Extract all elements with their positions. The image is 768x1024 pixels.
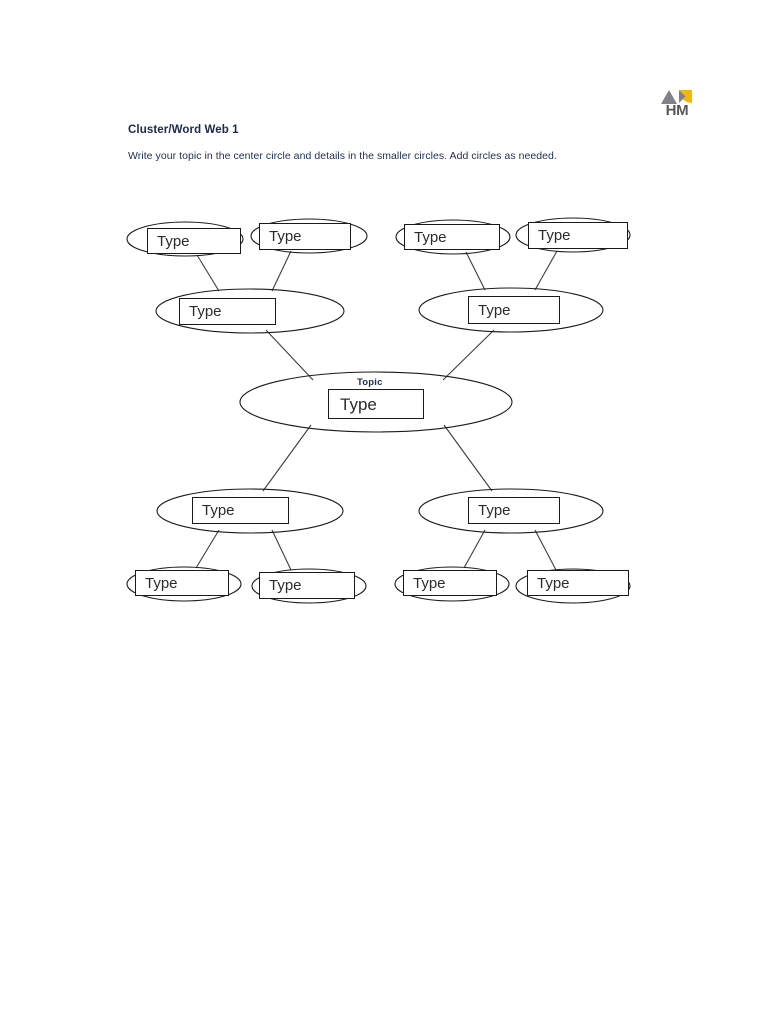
edge-tr-b-to-tr-mid bbox=[534, 250, 558, 291]
ellipse-tr-b bbox=[515, 217, 631, 253]
ellipse-tr-a bbox=[395, 219, 511, 255]
node-input-tr-b[interactable]: Type bbox=[528, 222, 628, 249]
node-input-tl-a[interactable]: Type bbox=[147, 228, 241, 254]
worksheet-instructions: Write your topic in the center circle an… bbox=[128, 150, 557, 162]
ellipse-bl-b bbox=[251, 568, 367, 604]
ellipse-bl-a bbox=[126, 566, 242, 602]
edge-tl-b-to-tl-mid bbox=[271, 250, 292, 292]
edge-center-to-br-mid bbox=[443, 424, 493, 492]
node-input-bl-a[interactable]: Type bbox=[135, 570, 229, 596]
ellipse-bl-mid bbox=[156, 488, 344, 534]
node-input-br-mid[interactable]: Type bbox=[468, 497, 560, 524]
edge-bl-mid-to-bl-a bbox=[195, 529, 220, 569]
edge-tl-mid-to-center bbox=[265, 329, 314, 381]
edge-tr-mid-to-center bbox=[442, 329, 495, 381]
ellipse-tr-mid bbox=[418, 287, 604, 333]
edge-br-mid-to-br-a bbox=[463, 529, 486, 569]
ellipse-tl-b bbox=[250, 218, 368, 254]
node-input-bl-b[interactable]: Type bbox=[259, 572, 355, 599]
node-input-bl-mid[interactable]: Type bbox=[192, 497, 289, 524]
edge-tr-a-to-tr-mid bbox=[465, 251, 486, 291]
hm-logo: HM bbox=[655, 88, 699, 122]
ellipse-br-b bbox=[515, 568, 631, 604]
node-input-tl-b[interactable]: Type bbox=[259, 223, 351, 250]
hm-logo-text: HM bbox=[665, 102, 689, 119]
node-input-tl-mid[interactable]: Type bbox=[179, 298, 276, 325]
node-input-br-a[interactable]: Type bbox=[403, 570, 497, 596]
node-input-br-b[interactable]: Type bbox=[527, 570, 629, 596]
ellipse-br-a bbox=[394, 566, 510, 602]
node-input-center[interactable]: Type bbox=[328, 389, 424, 419]
ellipse-tl-mid bbox=[155, 288, 345, 334]
edge-tl-a-to-tl-mid bbox=[196, 254, 220, 292]
ellipse-tl-a bbox=[126, 221, 244, 257]
node-input-tr-mid[interactable]: Type bbox=[468, 296, 560, 324]
node-input-tr-a[interactable]: Type bbox=[404, 224, 500, 250]
edge-bl-mid-to-bl-b bbox=[271, 529, 292, 571]
ellipse-br-mid bbox=[418, 488, 604, 534]
edge-center-to-bl-mid bbox=[262, 424, 312, 492]
edge-br-mid-to-br-b bbox=[534, 529, 557, 571]
page-title: Cluster/Word Web 1 bbox=[128, 124, 239, 136]
center-topic-label: Topic bbox=[357, 377, 383, 388]
hm-logo-mark bbox=[661, 90, 692, 104]
ellipse-center bbox=[239, 371, 513, 433]
